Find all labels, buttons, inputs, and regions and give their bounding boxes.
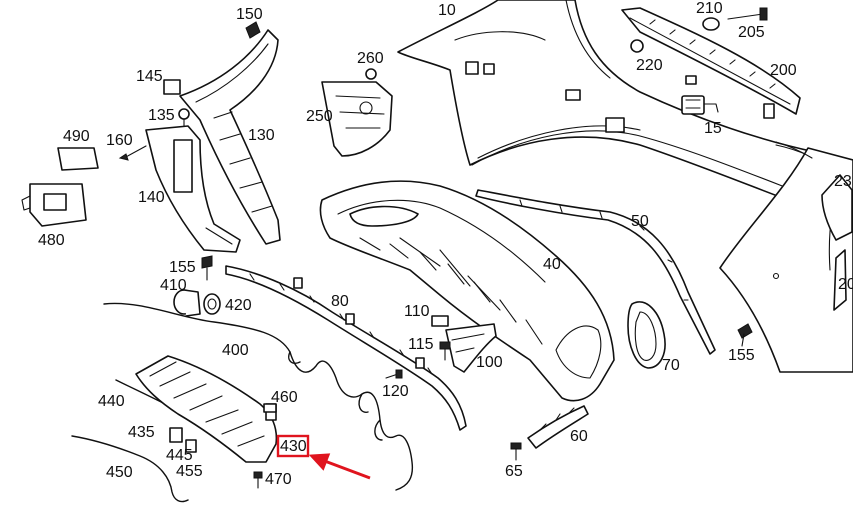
part-150-grommet bbox=[245, 21, 261, 39]
label-445: 445 bbox=[166, 447, 193, 464]
part-110-clip bbox=[431, 315, 449, 327]
part-130-side-bracket bbox=[179, 29, 281, 245]
label-430: 430 bbox=[280, 438, 307, 455]
label-140: 140 bbox=[138, 189, 165, 206]
highlight-430 bbox=[276, 434, 371, 480]
part-155-rivet-right bbox=[737, 323, 753, 347]
label-210: 210 bbox=[696, 0, 723, 17]
part-205-screw bbox=[727, 7, 768, 21]
label-250: 250 bbox=[306, 108, 333, 125]
label-100: 100 bbox=[476, 354, 503, 371]
highlight-arrow-head bbox=[308, 453, 331, 471]
label-115: 115 bbox=[408, 336, 434, 353]
part-65-bolt bbox=[510, 442, 522, 461]
part-number-labels: 10 15 23 20 40 50 60 65 70 80 100 110 11… bbox=[38, 0, 853, 488]
part-50-trim-strip bbox=[475, 189, 716, 355]
part-220-nut bbox=[630, 39, 644, 53]
part-145-clip bbox=[163, 79, 181, 95]
label-120: 120 bbox=[382, 383, 409, 400]
part-430-sensor-carrier bbox=[135, 355, 278, 463]
part-40-lower-diffuser bbox=[319, 180, 615, 402]
label-150: 150 bbox=[236, 6, 263, 23]
label-450: 450 bbox=[106, 464, 133, 481]
label-435: 435 bbox=[128, 424, 155, 441]
label-410: 410 bbox=[160, 277, 187, 294]
label-200: 200 bbox=[770, 62, 797, 79]
part-10-upper-bumper-cover bbox=[397, 0, 853, 223]
part-250-bracket bbox=[321, 81, 393, 157]
part-23-side-bracket bbox=[821, 174, 853, 241]
part-470-bolt bbox=[253, 471, 263, 489]
part-100-mount-bracket bbox=[445, 323, 497, 373]
label-60: 60 bbox=[570, 428, 588, 445]
label-160: 160 bbox=[106, 132, 133, 149]
part-400-wiring-harness bbox=[103, 302, 414, 491]
part-200-upper-reinforcement bbox=[621, 7, 801, 119]
part-410-sensor bbox=[173, 289, 201, 317]
part-160-screw bbox=[118, 145, 147, 161]
part-10-clips bbox=[465, 61, 625, 133]
part-120-screw bbox=[385, 369, 403, 379]
label-490: 490 bbox=[63, 128, 90, 145]
label-420: 420 bbox=[225, 297, 252, 314]
label-205: 205 bbox=[738, 24, 765, 41]
part-70-exhaust-bezel bbox=[627, 301, 666, 369]
highlight-arrow-shaft bbox=[321, 458, 371, 480]
part-460-clip bbox=[263, 403, 277, 413]
label-155-left: 155 bbox=[169, 259, 196, 276]
highlight-box bbox=[276, 434, 310, 458]
part-140-side-bracket bbox=[145, 125, 241, 253]
part-80-lower-rail bbox=[225, 265, 467, 431]
label-23: 23 bbox=[834, 173, 852, 190]
label-135: 135 bbox=[148, 107, 175, 124]
part-490-sensor-cover bbox=[57, 147, 99, 171]
label-155-right: 155 bbox=[728, 347, 755, 364]
part-260-grommet bbox=[365, 68, 377, 80]
label-20: 20 bbox=[838, 276, 853, 293]
label-65: 65 bbox=[505, 463, 523, 480]
part-450-cable bbox=[71, 435, 189, 503]
label-50: 50 bbox=[631, 213, 649, 230]
part-480-sensor-holder bbox=[21, 183, 87, 227]
part-20-right-side-cover bbox=[719, 141, 853, 373]
label-130: 130 bbox=[248, 127, 275, 144]
part-60-corner-trim bbox=[527, 405, 589, 449]
part-155-rivet-left bbox=[201, 255, 213, 281]
part-15-sensor-connector bbox=[681, 95, 719, 115]
label-70: 70 bbox=[662, 357, 680, 374]
part-135-clip bbox=[178, 108, 190, 127]
label-260: 260 bbox=[357, 50, 384, 67]
label-220: 220 bbox=[636, 57, 663, 74]
label-460: 460 bbox=[271, 389, 298, 406]
label-15: 15 bbox=[704, 120, 722, 137]
label-10: 10 bbox=[438, 2, 456, 19]
label-455: 455 bbox=[176, 463, 203, 480]
part-210-washer bbox=[702, 17, 720, 31]
label-480: 480 bbox=[38, 232, 65, 249]
label-40: 40 bbox=[543, 256, 561, 273]
part-115-bolt bbox=[439, 341, 451, 361]
label-440: 440 bbox=[98, 393, 125, 410]
label-400: 400 bbox=[222, 342, 249, 359]
label-145: 145 bbox=[136, 68, 163, 85]
label-470: 470 bbox=[265, 471, 292, 488]
part-420-sensor-ring bbox=[203, 293, 221, 315]
label-80: 80 bbox=[331, 293, 349, 310]
label-110: 110 bbox=[404, 303, 430, 320]
